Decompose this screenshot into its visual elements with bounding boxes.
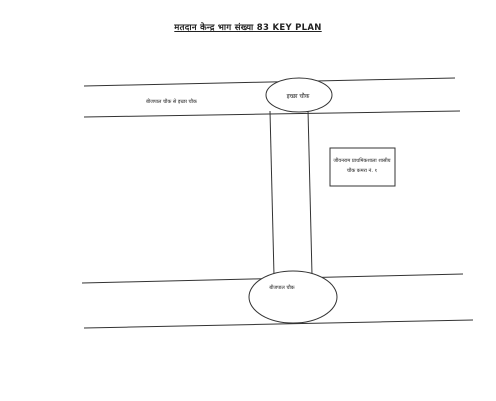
bottom-chowk-circle [248, 270, 338, 324]
polling-station-label-line1: जीवनराम प्राथमिकशाला शासीय [333, 157, 390, 164]
upper-road-top-edge [83, 77, 456, 87]
connecting-road [269, 109, 313, 277]
polling-station-label-line2: चौक कमरा नं. १ [347, 167, 378, 174]
top-chowk-label: इच्छा चौक [287, 92, 310, 100]
upper-road-label: बीजपाल चौक से इच्छा चौक [146, 98, 197, 105]
upper-road [83, 77, 461, 118]
connecting-road-right-edge [307, 109, 313, 276]
connecting-road-left-edge [269, 110, 275, 277]
bottom-chowk-label: बीजपाल चौक [269, 284, 294, 291]
upper-road-bottom-edge [83, 110, 461, 118]
lower-road-bottom-edge [83, 319, 474, 329]
top-chowk-circle [265, 77, 333, 113]
polling-station-box [329, 147, 396, 187]
page-title: मतदान केन्द्र भाग संख्या 83 KEY PLAN [174, 23, 322, 33]
